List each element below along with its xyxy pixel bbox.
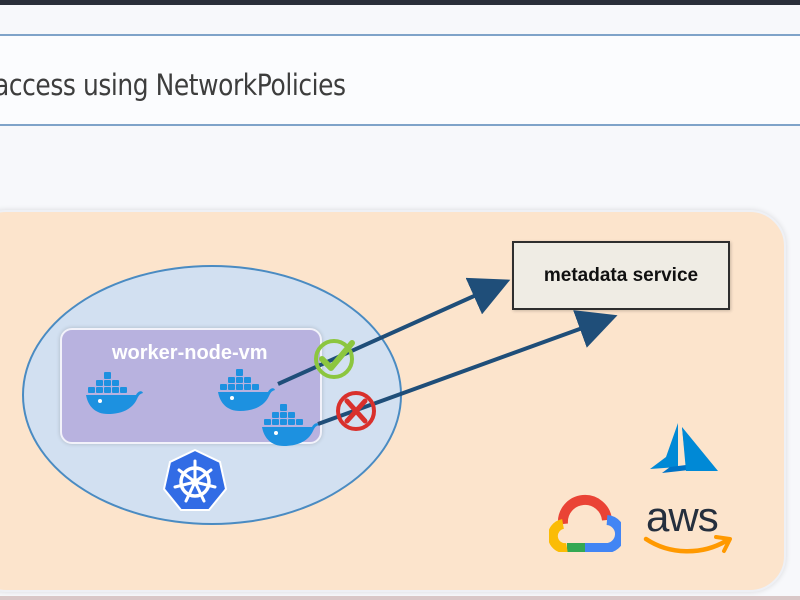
docker-whale-icon: [262, 404, 319, 446]
kubernetes-icon: [163, 448, 227, 511]
top-bar: [0, 0, 800, 5]
slide-title: access using NetworkPolicies: [0, 68, 346, 102]
docker-whale-icon: [218, 369, 275, 411]
title-band: access using NetworkPolicies: [0, 34, 800, 126]
aws-logo-icon: [643, 535, 732, 554]
bottom-divider: [0, 596, 800, 600]
google-cloud-icon: [549, 494, 621, 552]
aws-logo-text: aws: [646, 493, 719, 540]
docker-whale-icon: [86, 372, 143, 414]
blocked-connection-arrow: [317, 310, 618, 426]
cross-mark-icon: [336, 391, 376, 431]
allowed-connection-arrow: [277, 277, 511, 386]
metadata-service-label: metadata service: [543, 264, 699, 286]
metadata-service-box: metadata service: [512, 241, 730, 310]
azure-icon: [650, 423, 718, 473]
worker-node-label: worker-node-vm: [112, 342, 268, 364]
check-mark-icon: [314, 339, 355, 379]
